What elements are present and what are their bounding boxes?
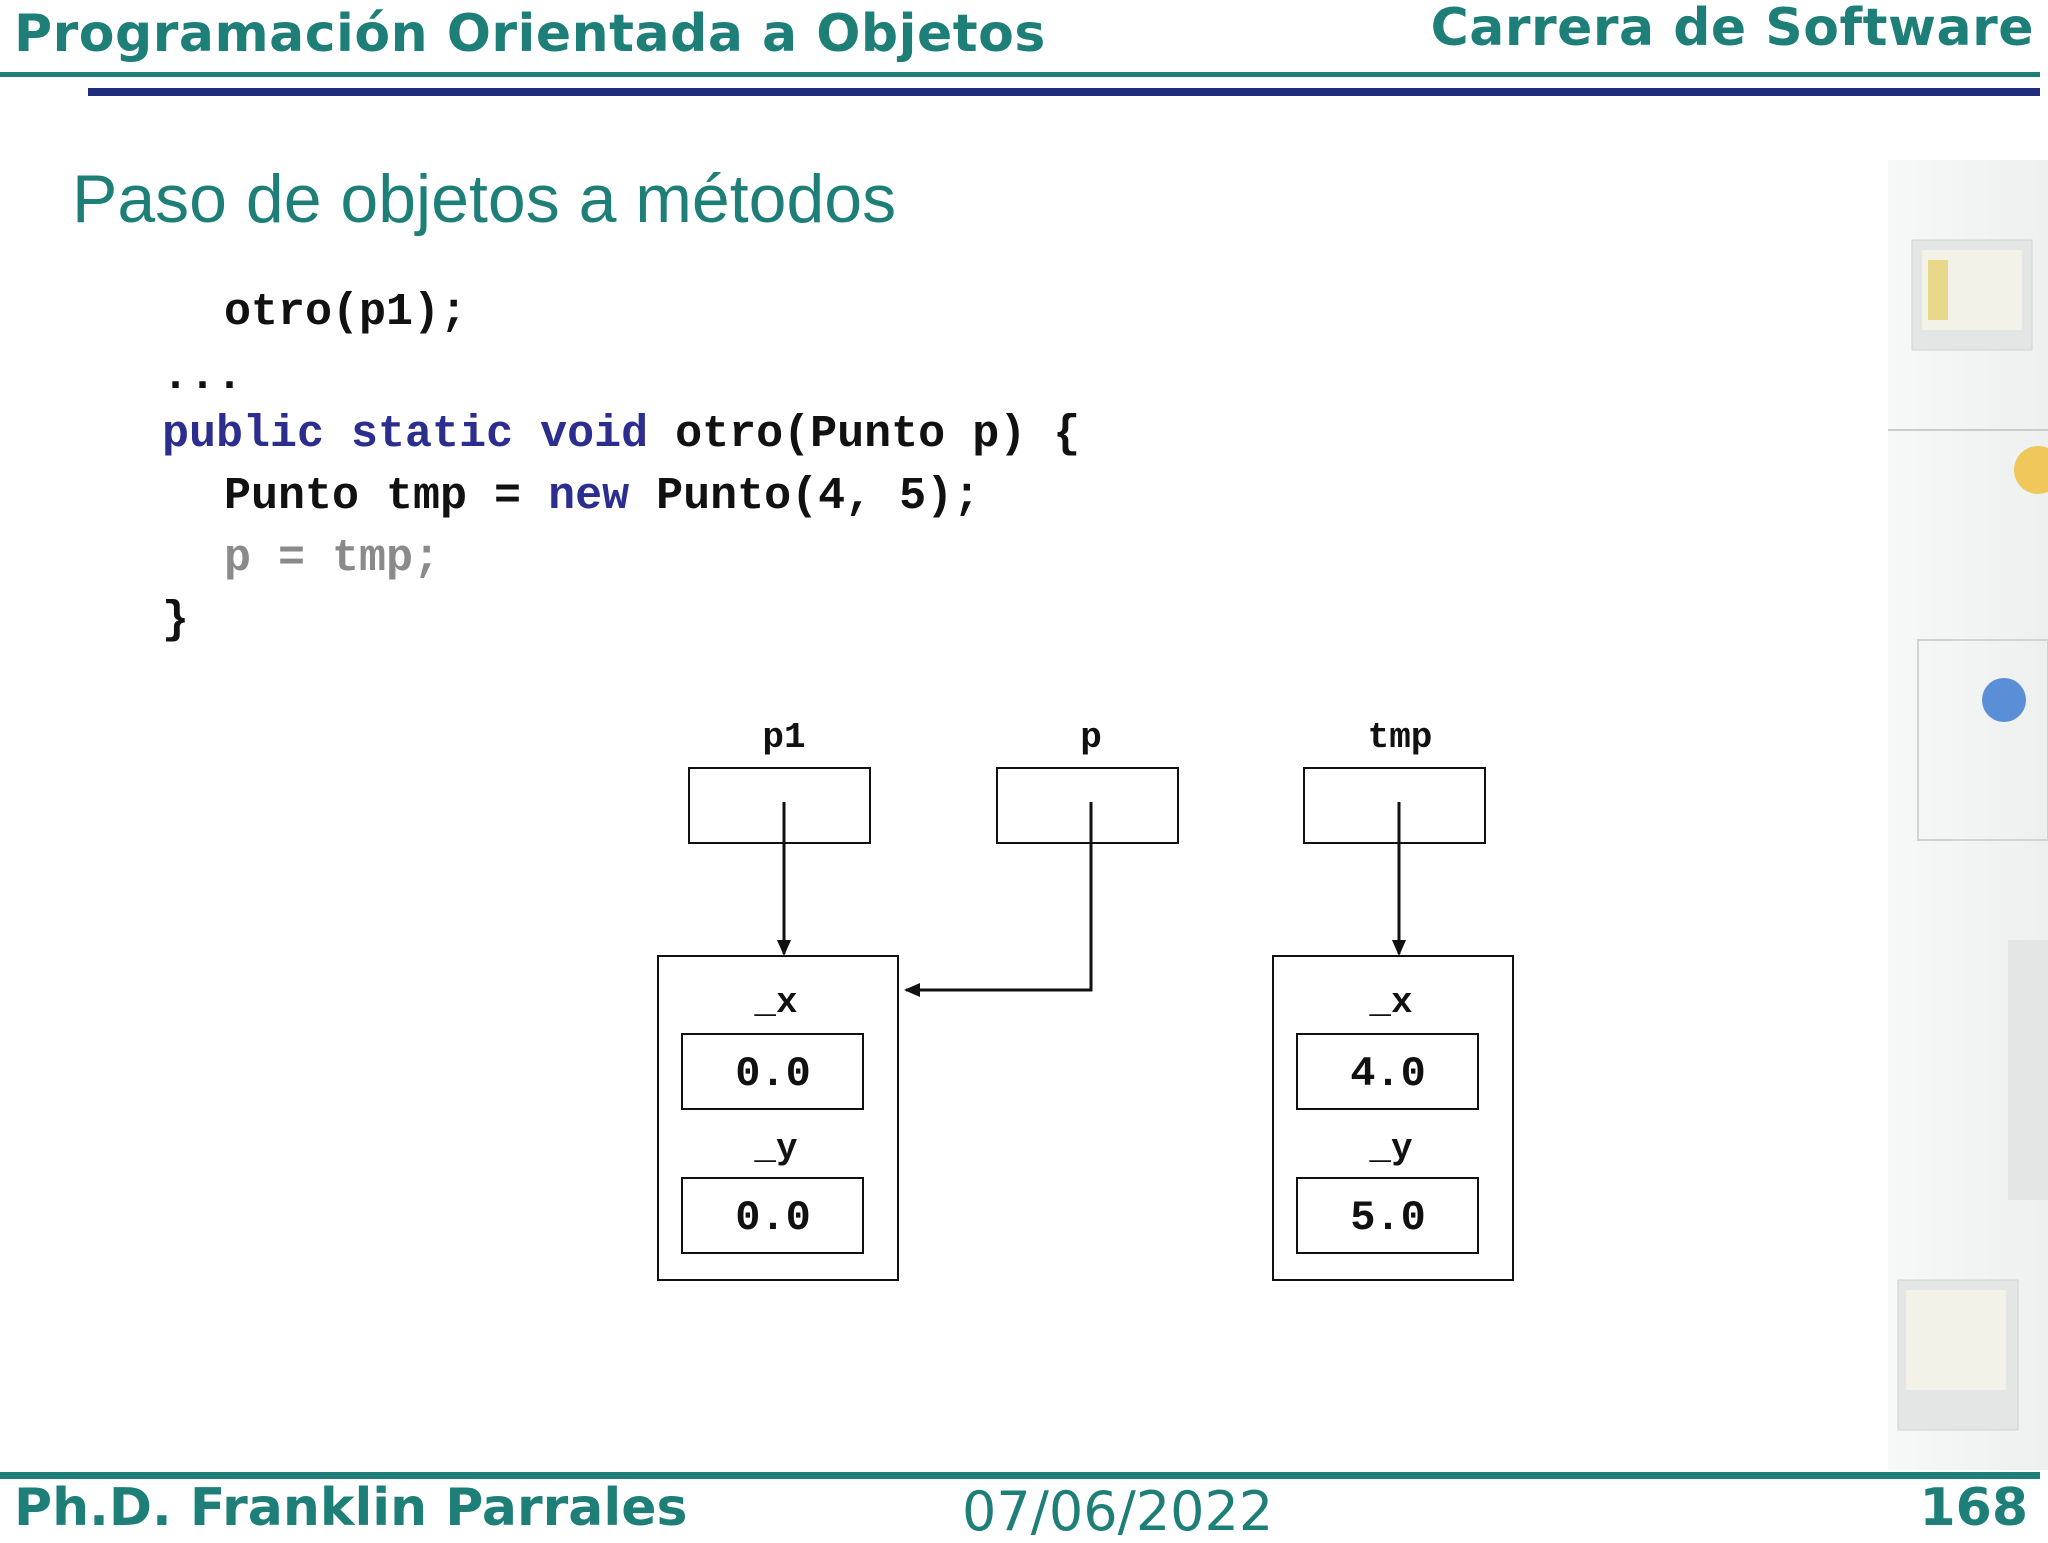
keyword-static: static [351, 409, 514, 460]
code-line-signature: public static void otro(Punto p) { [162, 412, 1080, 457]
var-label-tmp: tmp [1368, 717, 1433, 758]
object2-field-y-label: _y [1368, 1128, 1412, 1169]
header-divider-navy [88, 88, 2040, 96]
object2-field-y-box [1296, 1177, 1479, 1254]
object1-field-x-label: _x [753, 982, 797, 1023]
footer-date: 07/06/2022 [962, 1480, 1274, 1543]
code-line-ellipsis: ... [162, 351, 244, 402]
object1-value-y: 0.0 [735, 1194, 811, 1242]
code-line-close: } [162, 595, 190, 646]
new-prefix: Punto tmp = [224, 471, 549, 522]
var-label-p: p [1080, 717, 1102, 758]
keyword-public: public [162, 409, 325, 460]
var-box-p1 [688, 767, 871, 844]
keyword-void: void [540, 409, 649, 460]
signature-rest: otro(Punto p) { [675, 409, 1081, 460]
decorative-strip [1888, 160, 2048, 1470]
new-suffix: Punto(4, 5); [629, 471, 981, 522]
keyword-new: new [548, 471, 630, 522]
object1-field-y-label: _y [753, 1128, 797, 1169]
var-box-p [996, 767, 1179, 844]
object2-value-x: 4.0 [1350, 1050, 1426, 1098]
code-line-new: Punto tmp = new Punto(4, 5); [224, 474, 980, 519]
var-box-tmp [1303, 767, 1486, 844]
var-label-p1: p1 [762, 717, 805, 758]
code-line-assign: p = tmp; [224, 533, 441, 584]
decorative-computers-graphic [1888, 239, 2048, 1431]
object2-value-y: 5.0 [1350, 1194, 1426, 1242]
program-title: Carrera de Software [1430, 0, 2034, 58]
footer-divider [0, 1472, 2040, 1479]
course-title: Programación Orientada a Objetos [14, 4, 1046, 64]
object2-field-x-label: _x [1368, 982, 1412, 1023]
footer-page-number: 168 [1919, 1478, 2028, 1538]
code-line-call: otro(p1); [224, 287, 468, 338]
object1-value-x: 0.0 [735, 1050, 811, 1098]
object2-field-x-box [1296, 1033, 1479, 1110]
header-divider-teal [0, 72, 2040, 77]
slide-title: Paso de objetos a métodos [72, 161, 897, 237]
object1-field-y-box [681, 1177, 864, 1254]
footer-author: Ph.D. Franklin Parrales [14, 1478, 688, 1538]
object1-field-x-box [681, 1033, 864, 1110]
arrow-p-to-object1 [904, 802, 1093, 997]
